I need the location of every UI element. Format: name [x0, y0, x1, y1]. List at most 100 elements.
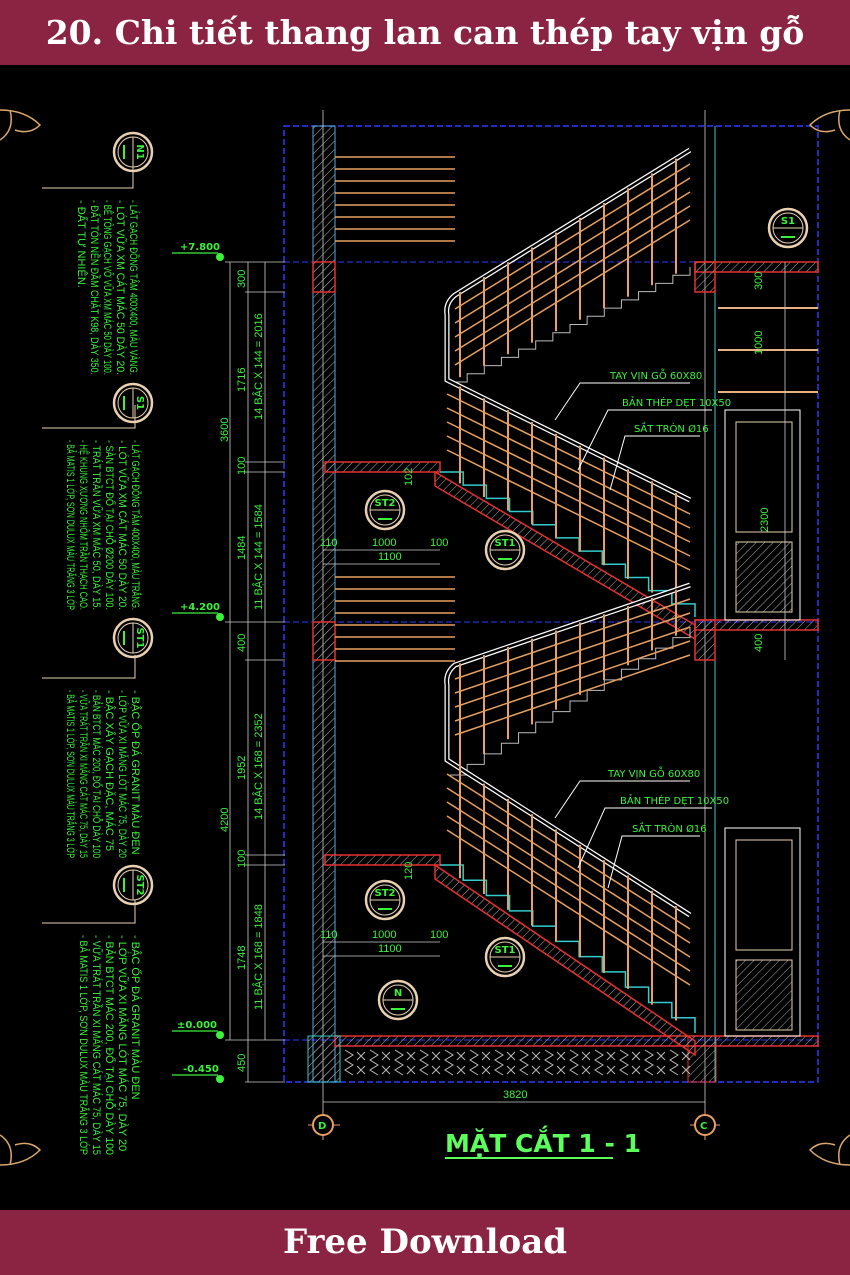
tag-label: S1: [781, 216, 795, 227]
landing-dim-total-lower: 1100: [378, 943, 402, 955]
soil-hatch: [594, 1049, 604, 1076]
note-leader: [42, 655, 136, 679]
soil-hatch: [469, 1049, 479, 1076]
landing-thk: 102: [403, 468, 415, 486]
soil-hatch: [456, 1051, 466, 1075]
note-line-st1: - VỮA TRÁT TRẦN XI MĂNG CÁT MÁC 75, DÀY …: [77, 690, 90, 858]
door-lower: [724, 827, 801, 1037]
dim-steps-1: 14 BẬC X 144 = 2016: [252, 313, 265, 420]
callout-flat-steel: BẢN THÉP DẸT 10X50: [622, 395, 731, 409]
tag-label: ST2: [134, 875, 145, 896]
note-line-st2: - VỮA TRÁT TRẦN XI MĂNG CÁT MÁC 75, DÀY …: [90, 935, 103, 1155]
dim-1716: 1716: [236, 368, 248, 392]
tag-st2-lower: ST2: [364, 879, 406, 921]
tag-s1-right: S1: [767, 207, 809, 249]
notes: - LÁT GẠCH ĐỒNG TÂM 400X400, MÀU VÀNG.- …: [42, 165, 143, 1155]
callout-handrail-lower: TAY VỊN GỖ 60X80: [607, 765, 700, 780]
rail-bar: [454, 191, 691, 338]
landing-dim-a-lower: 110: [320, 929, 338, 941]
beyond-flight-steps: [450, 267, 691, 383]
right-railing: [718, 307, 818, 393]
note-line-st2: - LỚP VỮA XI MĂNG LÓT MÁC 75, DÀY 20: [116, 935, 129, 1151]
dim-steps-4: 11 BẬC X 168 = 1848: [252, 904, 265, 1010]
level-7800: +7.800: [180, 242, 220, 253]
rail-bar: [446, 801, 691, 958]
soil-hatch: [569, 1049, 579, 1076]
soil-hatch: [419, 1049, 429, 1076]
soil-hatch: [406, 1051, 416, 1075]
dim-right-1000: 1000: [753, 331, 765, 355]
axis-label-d: D: [318, 1121, 326, 1132]
dim-3600: 3600: [219, 418, 231, 442]
dim-1952: 1952: [236, 756, 248, 780]
tag-st1-notes: ST1: [112, 617, 154, 659]
note-leader: [42, 405, 136, 429]
note-line-s1: - HỆ KHUNG XƯƠNG NHÔM TRẦN THẠCH CAO.: [77, 440, 90, 610]
landing-dim-b-lower: 1000: [372, 929, 396, 941]
soil-hatch: [381, 1051, 391, 1075]
level-neg450: -0.450: [183, 1064, 219, 1075]
dimension-lines: [225, 261, 786, 1103]
level-0000: ±0.000: [177, 1020, 217, 1031]
soil-hatch: [669, 1049, 679, 1076]
handrail-inner: [445, 583, 691, 917]
soil-hatch: [519, 1049, 529, 1076]
soil-hatch: [344, 1049, 354, 1076]
tag-n: N: [377, 979, 419, 1021]
page-title: 20. Chi tiết thang lan can thép tay vịn …: [0, 0, 850, 65]
soil-hatch: [369, 1049, 379, 1076]
note-line-st1: - BẬC XÂY GẠCH ĐẶC, MÁC 75: [103, 690, 116, 851]
rail-bar: [454, 640, 691, 722]
axis-label-c: C: [700, 1121, 707, 1132]
note-leader: [42, 900, 136, 924]
note-line-st1: - BẢ MATIS 1 LỚP, SƠN DULUX MÀU TRẮNG 3 …: [64, 690, 77, 858]
axis-d: D: [308, 1110, 340, 1140]
slab: [312, 261, 336, 293]
tag-st1: ST1: [484, 529, 526, 571]
dim-steps-2: 11 BẬC X 144 = 1584: [252, 504, 265, 610]
callout-handrail: TAY VỊN GỖ 60X80: [609, 367, 702, 382]
rail-bar: [454, 598, 691, 680]
rail-bar: [454, 177, 691, 324]
cut-flight-slab: [434, 863, 696, 1057]
tag-st2-notes: ST2: [112, 864, 154, 906]
note-line-s1: - BẢ MATIS 1 LỚP, SƠN DULUX MÀU TRẮNG 3 …: [64, 440, 77, 610]
stair-section-drawing: +7.800 +4.200 ±0.000 -0.450 3600 4200 30…: [0, 109, 850, 1166]
soil-hatch: [644, 1049, 654, 1076]
slab: [312, 621, 336, 661]
tag-st1-lower: ST1: [484, 936, 526, 978]
dim-1484: 1484: [236, 536, 248, 560]
dim-1748: 1748: [236, 946, 248, 970]
level-marker-dots: [216, 253, 224, 1083]
rail-bar: [454, 626, 691, 708]
landing-dim-c: 100: [430, 537, 448, 549]
dim-100b: 100: [236, 850, 248, 868]
note-line-st2: - BẢ MATIS 1 LỚP, SƠN DULUX MÀU TRẮNG 3 …: [77, 935, 90, 1155]
tag-label: S1: [134, 396, 145, 410]
dim-right-2300: 2300: [759, 508, 771, 532]
dim-400: 400: [236, 634, 248, 652]
ground-slab: [334, 1035, 819, 1047]
rail-bar: [446, 407, 691, 529]
axis-c: C: [690, 1110, 720, 1140]
rail-bar: [454, 654, 691, 736]
cut-flight-slab: [434, 470, 696, 641]
drawing-title: MẶT CẮT 1 - 1: [445, 1125, 641, 1158]
note-line-s1: - LÁT GẠCH ĐỒNG TÂM 400X400, MÀU TRẮNG.: [129, 440, 142, 610]
soil-hatch: [656, 1051, 666, 1075]
tag-label: N1: [134, 144, 145, 159]
tag-st2: ST2: [364, 489, 406, 531]
tag-label: ST1: [495, 945, 516, 956]
landing-dim-a: 110: [320, 537, 338, 549]
rail-bar: [446, 393, 691, 515]
tag-label: N: [394, 988, 402, 999]
soil-hatch: [581, 1051, 591, 1075]
section-boundary: [283, 125, 819, 1083]
tag-s1: S1: [112, 382, 154, 424]
note-leader: [42, 165, 134, 189]
dim-3820: 3820: [503, 1089, 527, 1101]
stairs: [324, 147, 696, 1057]
free-download-button[interactable]: Free Download: [0, 1210, 850, 1275]
rail-bar: [446, 787, 691, 944]
